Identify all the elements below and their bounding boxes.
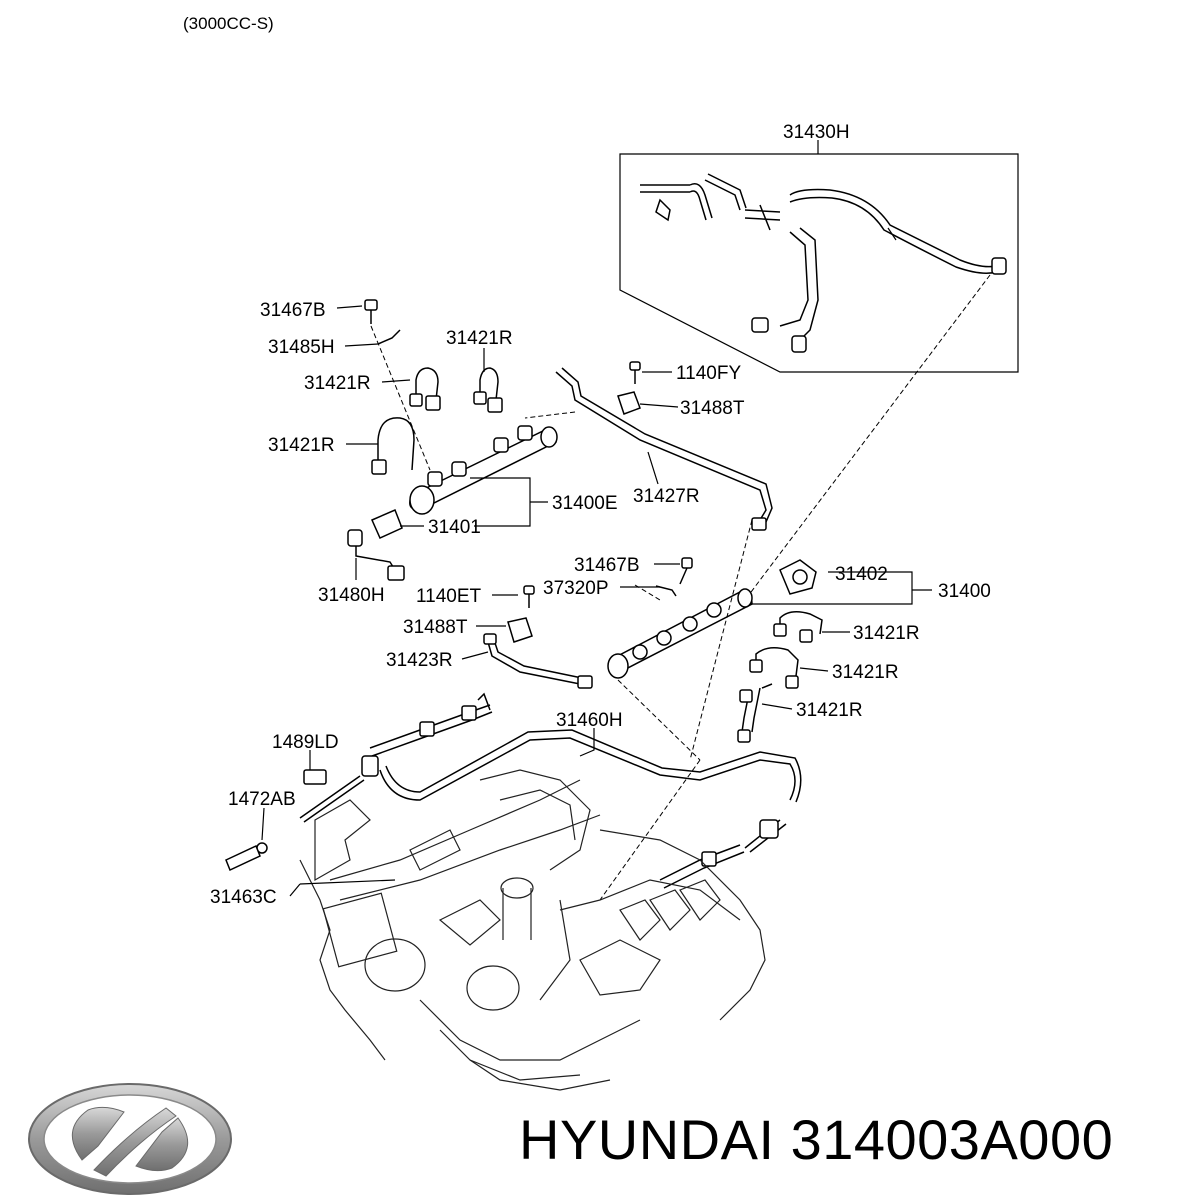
callout-31460H: 31460H <box>556 710 623 731</box>
callout-31402: 31402 <box>835 564 888 585</box>
callout-31401: 31401 <box>428 517 481 538</box>
callout-31463C: 31463C <box>210 887 277 908</box>
injector-pipe-lower-3 <box>737 683 773 743</box>
callout-31400: 31400 <box>938 581 991 602</box>
callout-37320P: 37320P <box>543 578 609 599</box>
callout-31423R: 31423R <box>386 650 453 671</box>
callout-1140FY: 1140FY <box>676 363 741 384</box>
bracket-31488T-mid <box>507 585 535 643</box>
callout-31421R-d: 31421R <box>832 662 899 683</box>
part-number-caption: HYUNDAI 314003A000 <box>519 1108 1114 1171</box>
callout-1140ET: 1140ET <box>416 586 482 607</box>
variant-label: (3000CC-S) <box>183 14 274 33</box>
injector-pipe-lower-2 <box>749 647 799 689</box>
injector-pipe-lower-1 <box>773 611 823 643</box>
bolt-31467B-mid <box>655 557 693 597</box>
pipe-31423R <box>483 633 593 689</box>
callout-31421R-top: 31421R <box>446 328 513 349</box>
fuel-hose-set-inset <box>619 140 1019 373</box>
fuel-feed-line-31460H <box>225 692 802 889</box>
callout-31421R-a: 31421R <box>304 373 371 394</box>
callout-31427R: 31427R <box>633 486 700 507</box>
callout-31488T-top: 31488T <box>680 398 745 419</box>
callout-31421R-b: 31421R <box>268 435 335 456</box>
injector-pipe-upper-2 <box>409 367 441 411</box>
callout-labels: 31467B 31485H 31421R 31421R 1140FY 31488… <box>210 300 991 908</box>
callout-31488T-mid: 31488T <box>403 617 468 638</box>
upper-fuel-rail <box>347 425 558 581</box>
bracket-31488T-top <box>617 361 641 415</box>
engine-block <box>299 769 766 1091</box>
callout-31467B-top: 31467B <box>260 300 326 321</box>
callout-31430H: 31430H <box>783 122 850 143</box>
callout-31485H: 31485H <box>268 337 335 358</box>
callout-31480H: 31480H <box>318 585 385 606</box>
callout-31421R-e: 31421R <box>796 700 863 721</box>
callout-1489LD: 1489LD <box>272 732 339 753</box>
callout-1472AB: 1472AB <box>228 789 296 810</box>
callout-31400E: 31400E <box>552 493 618 514</box>
injector-pipe-upper-3 <box>473 367 503 413</box>
bolt-31467B-top <box>364 299 431 471</box>
hyundai-logo <box>28 1083 232 1195</box>
leader-lines <box>261 305 932 897</box>
injector-pipe-upper-1 <box>371 417 415 475</box>
callout-31467B-mid: 31467B <box>574 555 640 576</box>
return-pipe-31427R <box>524 367 773 531</box>
callout-31421R-c: 31421R <box>853 623 920 644</box>
lower-fuel-rail <box>599 519 817 901</box>
